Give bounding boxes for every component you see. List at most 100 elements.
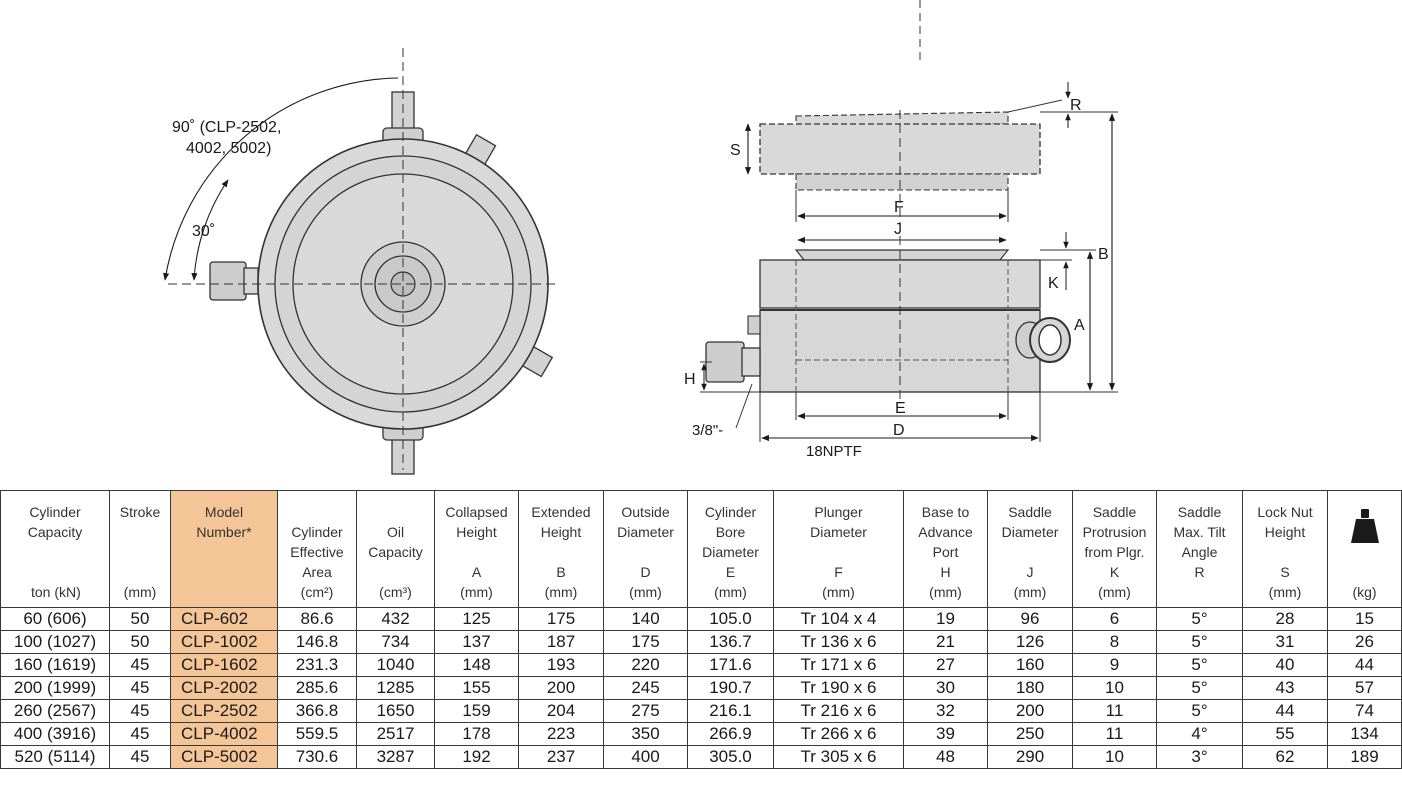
table-cell: Tr 136 x 6: [773, 630, 904, 654]
table-cell: 44: [1242, 699, 1328, 723]
table-cell: 559.5: [277, 722, 357, 746]
column-title: Outside Diameter D: [617, 504, 674, 580]
table-cell: 160: [987, 653, 1073, 677]
table-cell: 189: [1327, 745, 1402, 769]
table-cell: Tr 171 x 6: [773, 653, 904, 677]
column-header-5: Collapsed Height A(mm): [434, 490, 519, 608]
column-header-10: Base to Advance Port H(mm): [903, 490, 988, 608]
table-cell: 45: [109, 699, 171, 723]
table-cell: Tr 305 x 6: [773, 745, 904, 769]
table-cell: 30: [903, 676, 988, 700]
table-cell: 178: [434, 722, 519, 746]
weight-icon: [1350, 509, 1379, 543]
table-cell: 31: [1242, 630, 1328, 654]
column-unit: (kg): [1352, 584, 1377, 600]
table-cell: CLP-2002: [170, 676, 278, 700]
table-cell: 126: [987, 630, 1073, 654]
column-unit: ton (kN): [31, 584, 81, 600]
a-label: A: [1074, 317, 1085, 334]
table-cell: 190.7: [687, 676, 774, 700]
table-cell: 216.1: [687, 699, 774, 723]
column-header-9: Plunger Diameter F(mm): [773, 490, 904, 608]
column-header-8: Cylinder Bore Diameter E(mm): [687, 490, 774, 608]
column-unit: (mm): [714, 584, 747, 600]
table-cell: 432: [356, 607, 435, 631]
table-cell: 200 (1999): [0, 676, 110, 700]
table-cell: 44: [1327, 653, 1402, 677]
table-cell: 734: [356, 630, 435, 654]
column-title: Model Number*: [196, 504, 252, 540]
j-label: J: [894, 221, 902, 238]
column-header-6: Extended Height B (mm): [518, 490, 604, 608]
column-unit: (mm): [544, 584, 578, 600]
table-cell: 2517: [356, 722, 435, 746]
angle-90-models-label: 4002, 5002): [186, 140, 271, 157]
table-cell: 285.6: [277, 676, 357, 700]
table-cell: 192: [434, 745, 519, 769]
table-cell: 204: [518, 699, 604, 723]
column-title: Extended Height B: [531, 504, 591, 580]
table-cell: 134: [1327, 722, 1402, 746]
table-cell: 57: [1327, 676, 1402, 700]
table-cell: 125: [434, 607, 519, 631]
table-cell: 1040: [356, 653, 435, 677]
column-unit: (mm): [629, 584, 662, 600]
table-cell: 366.8: [277, 699, 357, 723]
table-cell: 100 (1027): [0, 630, 110, 654]
table-cell: 237: [518, 745, 604, 769]
top-view-drawing: 90˚ (CLP-2502, 4002, 5002) 30˚: [163, 48, 560, 475]
column-header-11: Saddle Diameter J(mm): [987, 490, 1073, 608]
table-cell: 231.3: [277, 653, 357, 677]
table-cell: 10: [1072, 676, 1157, 700]
table-cell: 86.6: [277, 607, 357, 631]
table-cell: 245: [603, 676, 688, 700]
table-cell: CLP-602: [170, 607, 278, 631]
table-cell: 62: [1242, 745, 1328, 769]
table-cell: 39: [903, 722, 988, 746]
table-cell: 140: [603, 607, 688, 631]
table-cell: 200: [987, 699, 1073, 723]
column-unit: (cm²): [300, 584, 334, 600]
table-cell: 175: [518, 607, 604, 631]
table-cell: 220: [603, 653, 688, 677]
h-label: H: [684, 371, 696, 388]
table-cell: 21: [903, 630, 988, 654]
table-cell: 9: [1072, 653, 1157, 677]
s-label: S: [730, 142, 741, 159]
table-cell: 27: [903, 653, 988, 677]
table-cell: 155: [434, 676, 519, 700]
table-cell: Tr 104 x 4: [773, 607, 904, 631]
table-cell: 32: [903, 699, 988, 723]
table-cell: 148: [434, 653, 519, 677]
table-cell: CLP-5002: [170, 745, 278, 769]
table-cell: 175: [603, 630, 688, 654]
column-header-13: Saddle Max. Tilt Angle R: [1156, 490, 1243, 608]
e-label: E: [895, 400, 906, 417]
column-title: Saddle Max. Tilt Angle R: [1173, 504, 1226, 580]
table-cell: 11: [1072, 699, 1157, 723]
table-cell: Tr 266 x 6: [773, 722, 904, 746]
table-cell: 180: [987, 676, 1073, 700]
table-cell: 137: [434, 630, 519, 654]
table-cell: 5°: [1156, 653, 1243, 677]
table-cell: 50: [109, 630, 171, 654]
table-cell: 520 (5114): [0, 745, 110, 769]
table-cell: 60 (606): [0, 607, 110, 631]
table-cell: 55: [1242, 722, 1328, 746]
table-cell: 223: [518, 722, 604, 746]
table-cell: 4°: [1156, 722, 1243, 746]
table-cell: 3287: [356, 745, 435, 769]
column-unit: (mm): [1268, 584, 1302, 600]
column-unit: (mm): [1013, 584, 1047, 600]
table-cell: 28: [1242, 607, 1328, 631]
table-cell: 43: [1242, 676, 1328, 700]
column-title: Base to Advance Port H: [918, 504, 973, 580]
table-cell: CLP-1602: [170, 653, 278, 677]
column-unit: (mm): [460, 584, 493, 600]
table-cell: 5°: [1156, 699, 1243, 723]
table-cell: 136.7: [687, 630, 774, 654]
